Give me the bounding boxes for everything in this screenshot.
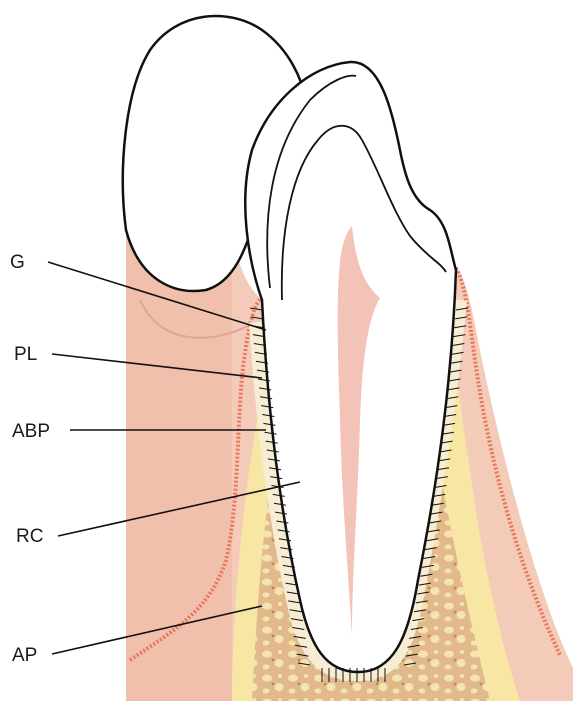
label-AP: AP bbox=[12, 645, 37, 666]
label-ABP: ABP bbox=[12, 421, 50, 442]
label-PL: PL bbox=[14, 344, 37, 365]
label-G: G bbox=[10, 252, 25, 273]
label-RC: RC bbox=[16, 526, 43, 547]
